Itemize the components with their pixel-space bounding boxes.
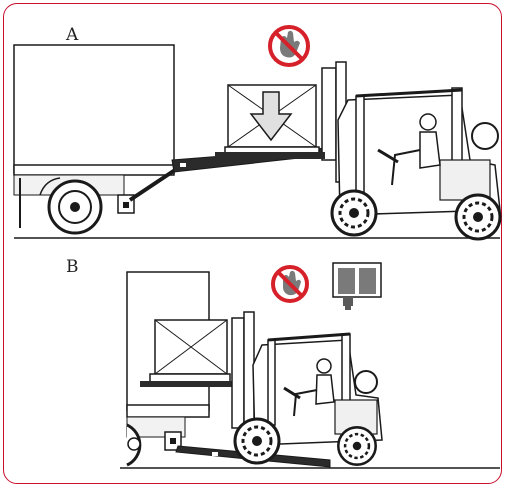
- crate-b: [140, 320, 235, 387]
- panel-b-scene: [120, 263, 500, 468]
- no-hands-prohibition-icon: [273, 267, 307, 301]
- no-hands-prohibition-icon: [270, 27, 308, 65]
- ramp-support-a: [118, 170, 175, 213]
- forklift-mast-b: [232, 312, 254, 430]
- forklift-rear-wheel-b: [338, 427, 375, 464]
- panel-a-scene: [14, 27, 500, 239]
- forklift-front-wheel-a: [332, 191, 376, 235]
- forklift-rear-wheel-a: [456, 195, 500, 239]
- forklift-front-wheel-b: [235, 419, 279, 463]
- read-manual-icon: [333, 263, 381, 310]
